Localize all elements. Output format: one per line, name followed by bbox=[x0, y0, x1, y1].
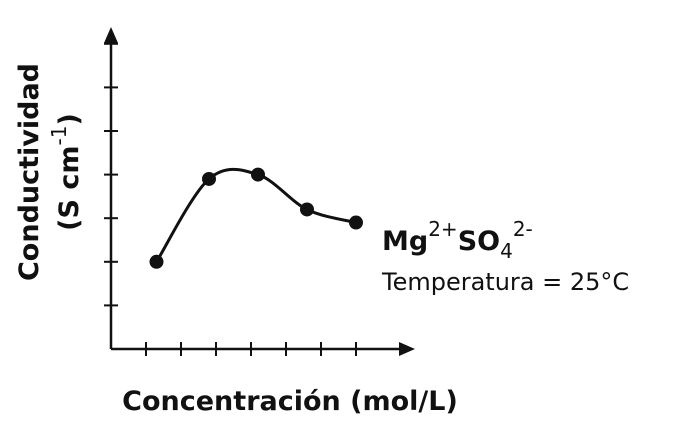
data-point-2 bbox=[202, 171, 216, 186]
data-point-1 bbox=[149, 254, 164, 269]
temperature-label: Temperatura = 25°C bbox=[381, 268, 629, 296]
x-axis-label: Concentración (mol/L) bbox=[122, 386, 458, 417]
x-axis-arrow bbox=[399, 342, 415, 356]
series-group bbox=[149, 167, 363, 269]
y-axis-units-suffix: ) bbox=[54, 113, 85, 125]
ticks bbox=[104, 42, 357, 356]
axes bbox=[104, 27, 415, 356]
data-point-3 bbox=[251, 167, 265, 182]
ion-so-subscript: 4 bbox=[500, 239, 513, 263]
y-axis-units-prefix: (S cm bbox=[54, 145, 85, 230]
data-point-4 bbox=[300, 202, 314, 217]
y-axis-label: Conductividad (S cm-1) bbox=[14, 63, 85, 281]
series-1-line bbox=[155, 167, 357, 263]
y-axis-units-exponent: -1 bbox=[47, 126, 71, 146]
ion-formula: Mg2+SO42- bbox=[382, 217, 533, 263]
y-axis-arrow bbox=[104, 27, 118, 43]
ion-so-charge: 2- bbox=[513, 217, 533, 241]
ion-mg-charge: 2+ bbox=[428, 217, 457, 241]
ion-mg: Mg bbox=[382, 226, 428, 257]
data-point-5 bbox=[349, 215, 363, 230]
ion-so: SO bbox=[458, 226, 500, 257]
y-axis-label-line2: (S cm-1) bbox=[47, 113, 85, 231]
y-axis-label-line1: Conductividad bbox=[14, 63, 45, 281]
